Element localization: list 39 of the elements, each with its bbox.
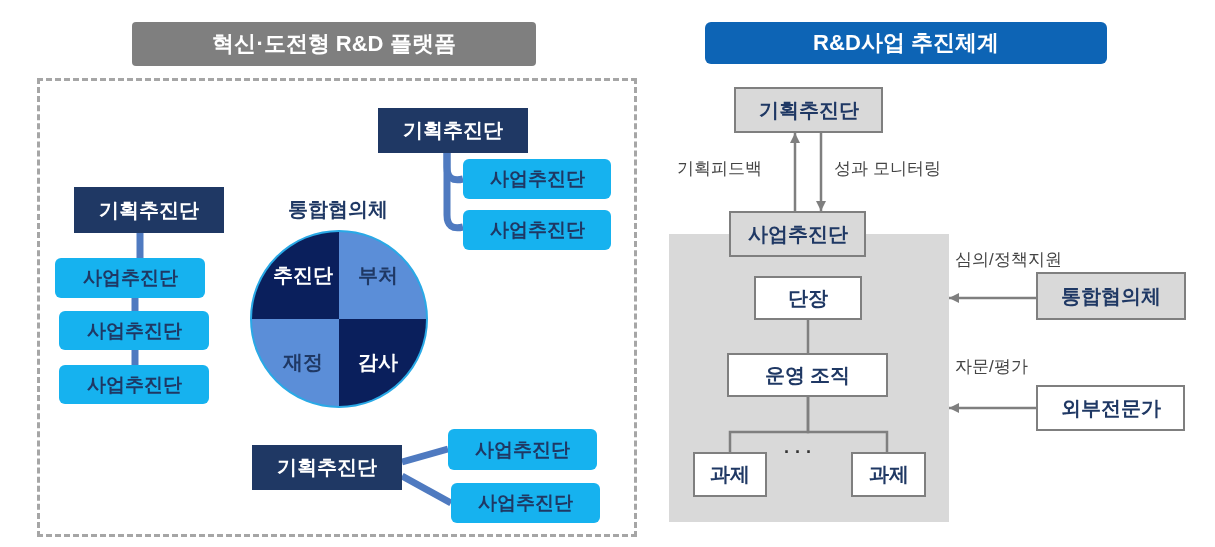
connector-line xyxy=(136,233,144,258)
heading-band: R&D사업 추진체계 xyxy=(705,22,1107,64)
arrow xyxy=(949,293,1036,303)
arrow xyxy=(949,403,1036,413)
team-box: 기획추진단 xyxy=(378,108,528,153)
pie-quadrant: 재정 xyxy=(252,319,339,406)
connector-line xyxy=(806,397,889,452)
team-box: 사업추진단 xyxy=(55,258,205,298)
arrow xyxy=(816,133,826,211)
team-box: 운영 조직 xyxy=(727,353,888,397)
pie-quadrant: 감사 xyxy=(339,319,426,406)
team-box: 사업추진단 xyxy=(463,210,611,250)
team-box: 사업추진단 xyxy=(59,311,209,350)
dashed-frame xyxy=(37,78,637,537)
connector-line xyxy=(131,350,139,365)
connector-line xyxy=(443,153,464,232)
team-box: 과제 xyxy=(851,452,926,497)
heading-band: 혁신·도전형 R&D 플랫폼 xyxy=(132,22,536,66)
team-box: 과제 xyxy=(693,452,767,497)
connector-line xyxy=(131,298,139,311)
team-box: 기획추진단 xyxy=(252,445,402,490)
arrow xyxy=(790,133,800,211)
team-box: 기획추진단 xyxy=(734,87,883,133)
team-box: 사업추진단 xyxy=(59,365,209,404)
team-box: 외부전문가 xyxy=(1036,385,1185,431)
team-box: 사업추진단 xyxy=(463,159,611,199)
team-box: 사업추진단 xyxy=(729,211,866,257)
pie-quadrant: 부처 xyxy=(339,232,426,319)
team-box: 기획추진단 xyxy=(74,187,224,233)
team-box: 사업추진단 xyxy=(451,483,600,523)
team-box: 통합협의체 xyxy=(1036,272,1186,320)
team-box: 단장 xyxy=(754,276,862,320)
ellipsis: · · · xyxy=(784,442,812,463)
connector-line xyxy=(401,445,449,466)
pie-quadrant: 추진단 xyxy=(252,232,339,319)
edge-label: 자문/평가 xyxy=(953,357,1030,377)
pie-heading: 통합협의체 xyxy=(287,197,389,222)
connector-line xyxy=(806,320,810,353)
team-box: 사업추진단 xyxy=(448,429,597,470)
